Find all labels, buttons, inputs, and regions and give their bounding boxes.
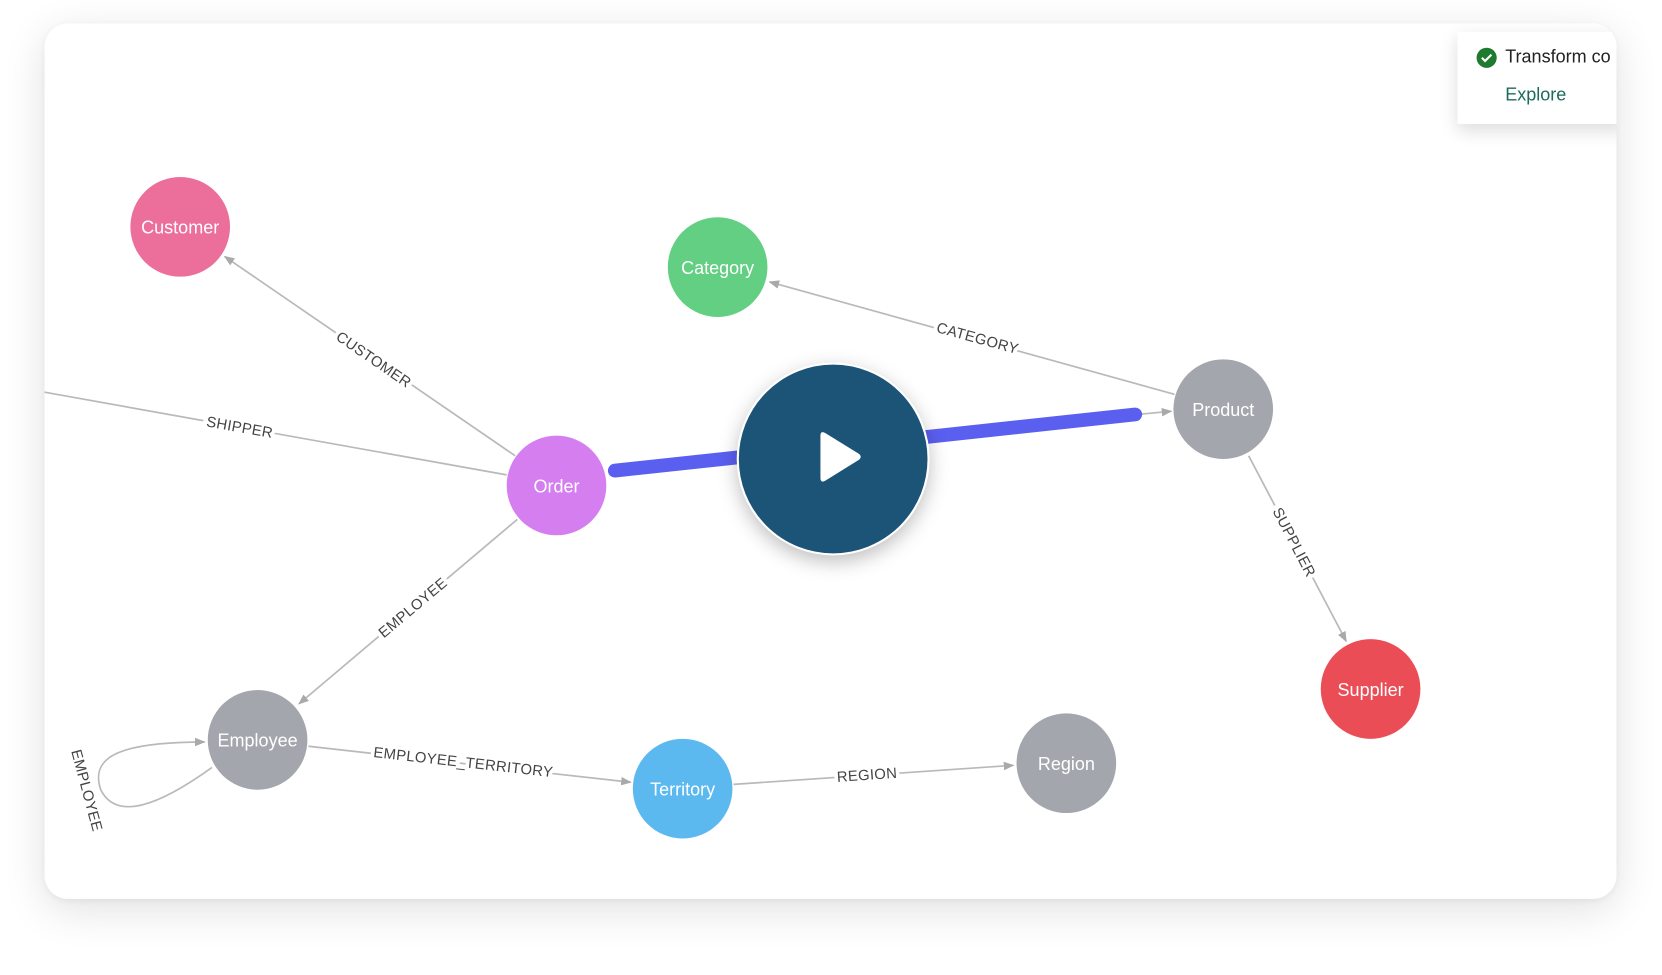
explore-link[interactable]: Explore [1505, 84, 1567, 105]
edge-label-employee: EMPLOYEE [376, 575, 451, 641]
edge-region [733, 761, 1015, 786]
node-category[interactable]: Category [667, 217, 768, 317]
play-icon [820, 432, 861, 482]
edge-label-region: REGION [836, 766, 897, 786]
edge-label-employee-territory: EMPLOYEE_TERRITORY [373, 745, 554, 781]
edge-label-supplier: SUPPLIER [1269, 505, 1318, 580]
node-label: Region [1038, 754, 1095, 774]
node-supplier[interactable]: Supplier [1320, 639, 1421, 739]
edge-employee-territory [308, 745, 632, 786]
node-label: Category [681, 258, 754, 278]
edge-supplier [1247, 455, 1347, 643]
edge-category [768, 280, 1175, 396]
edge-label-category: CATEGORY [935, 320, 1021, 358]
edge-customer [223, 255, 516, 457]
node-customer[interactable]: Customer [130, 177, 231, 277]
edge-label-employee-self: EMPLOYEE [67, 748, 104, 833]
node-region[interactable]: Region [1016, 713, 1117, 814]
node-label: Customer [141, 218, 219, 238]
edge-shipper [44, 391, 507, 476]
node-order[interactable]: Order [506, 435, 607, 536]
edge-employee-self [97, 737, 213, 808]
video-preview-card: CUSTOMER SHIPPER CATEGORY SUPPLIER EMPLO… [44, 23, 1617, 899]
node-label: Supplier [1338, 680, 1404, 700]
edge-employee [298, 518, 518, 705]
node-label: Order [533, 476, 579, 496]
node-label: Product [1192, 400, 1254, 420]
notification-toast: Transform co Explore [1457, 31, 1617, 125]
check-circle-icon [1476, 47, 1497, 68]
node-label: Territory [650, 780, 715, 800]
play-button[interactable] [736, 362, 930, 556]
edge-label-customer: CUSTOMER [333, 329, 414, 392]
graph-visualization: CUSTOMER SHIPPER CATEGORY SUPPLIER EMPLO… [44, 177, 1421, 839]
edge-label-shipper: SHIPPER [205, 414, 274, 441]
node-employee[interactable]: Employee [207, 690, 308, 790]
node-product[interactable]: Product [1173, 359, 1274, 459]
edge-order-product-connector [1137, 407, 1173, 417]
node-label: Employee [218, 731, 298, 751]
node-territory[interactable]: Territory [632, 738, 733, 839]
toast-message: Transform co [1505, 46, 1611, 67]
